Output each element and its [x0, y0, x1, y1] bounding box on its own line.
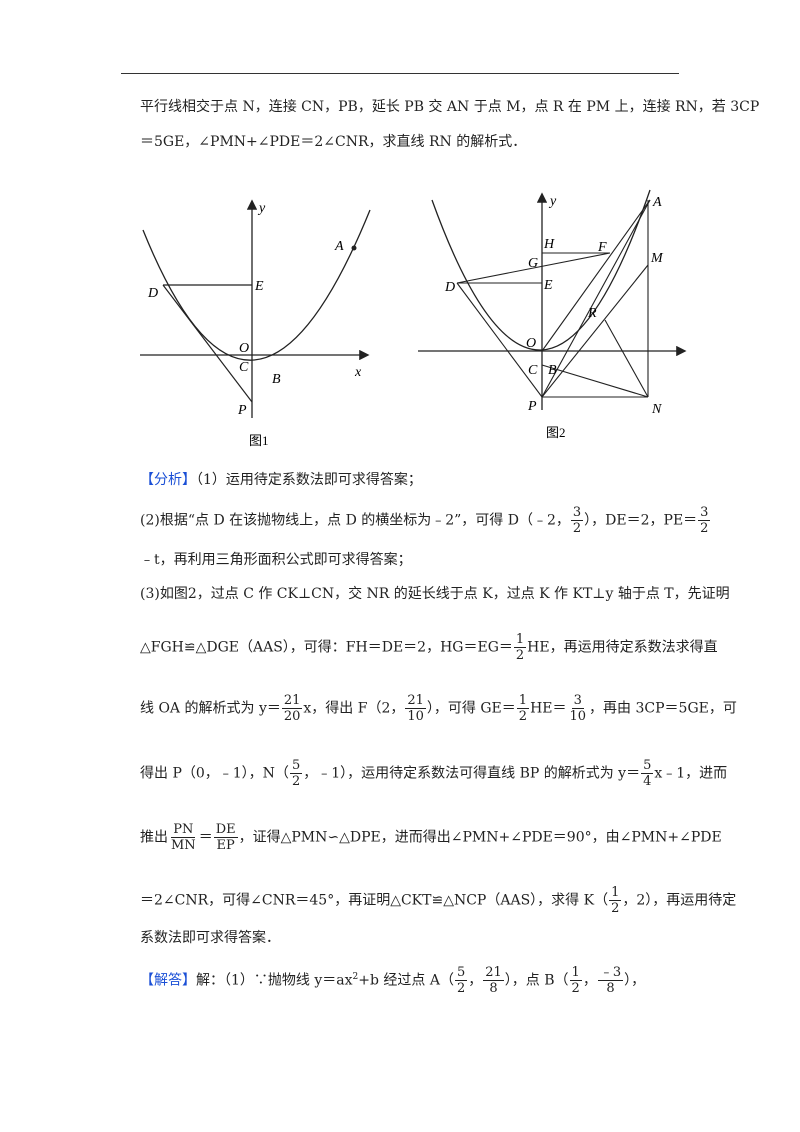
- caption-fig1: 图1: [249, 433, 269, 448]
- analysis-p3: (3)如图2，过点 C 作 CK⊥CN，交 NR 的延长线于点 K，过点 K 作…: [140, 586, 730, 602]
- segment-df: [456, 252, 611, 284]
- label-e: E: [254, 279, 264, 294]
- analysis-text-2b: ），DE＝2，PE＝: [584, 512, 698, 529]
- label-d: D: [147, 286, 158, 301]
- problem-line-2: ＝5GE，∠PMN+∠PDE＝2∠CNR，求直线 RN 的解析式．: [140, 134, 527, 150]
- label-d: D: [444, 280, 455, 295]
- label-c: C: [239, 360, 249, 375]
- segment-oa: [541, 199, 651, 352]
- analysis-p1: 【分析】（1）运用待定系数法即可求得答案；: [140, 470, 422, 490]
- label-p: P: [237, 403, 247, 418]
- label-h: H: [543, 237, 555, 252]
- label-a: A: [334, 239, 344, 254]
- label-e: E: [543, 278, 553, 293]
- analysis-p8: ＝2∠CNR，可得∠CNR＝45°，再证明△CKT≌△NCP（AAS），求得 K…: [140, 885, 737, 916]
- label-p: P: [527, 399, 537, 414]
- label-y: y: [257, 201, 266, 216]
- figure-1: y x A D E O C B P 图1: [135, 190, 375, 464]
- analysis-p2c: ﹣t，再利用三角形面积公式即可求得答案；: [140, 552, 412, 568]
- point-a: [351, 245, 357, 251]
- analysis-text-2a: (2)根据“点 D 在该抛物线上，点 D 的横坐标为﹣2”，可得 D（﹣2，: [140, 512, 570, 529]
- label-y: y: [548, 194, 557, 209]
- segment-dp: [456, 282, 543, 398]
- label-b: B: [272, 372, 281, 387]
- segment-dp: [162, 284, 253, 403]
- analysis-text-1: （1）运用待定系数法即可求得答案；: [196, 472, 422, 488]
- label-r: R: [587, 306, 597, 321]
- label-f: F: [597, 240, 607, 255]
- problem-line-1: 平行线相交于点 N，连接 CN，PB，延长 PB 交 AN 于点 M，点 R 在…: [140, 99, 760, 115]
- parabola: [142, 209, 371, 361]
- label-o: O: [239, 341, 249, 356]
- label-n: N: [651, 402, 662, 417]
- label-x: x: [354, 365, 362, 380]
- label-o: O: [526, 336, 536, 351]
- parabola: [431, 189, 651, 351]
- caption-fig2: 图2: [546, 425, 566, 440]
- segment-cn: [541, 364, 649, 398]
- label-a: A: [652, 195, 662, 210]
- label-m: M: [650, 251, 664, 266]
- header-rule: [121, 73, 679, 74]
- segment-pa: [541, 199, 651, 398]
- figure-1-svg: y x A D E O C B P 图1: [140, 199, 371, 448]
- analysis-tag: 【分析】: [140, 472, 196, 488]
- label-g: G: [528, 256, 538, 271]
- figure-2-svg: y A H F M G D E R O C B P N 图2: [418, 189, 687, 440]
- segment-rn: [604, 319, 649, 398]
- label-c: C: [528, 363, 538, 378]
- segment-pm: [541, 264, 649, 398]
- label-b: B: [548, 363, 557, 378]
- figure-2: y A H F M G D E R O C B P N 图2: [410, 185, 690, 459]
- solution-tag: 【解答】: [140, 972, 196, 989]
- analysis-p9: 系数法即可求得答案．: [140, 930, 280, 946]
